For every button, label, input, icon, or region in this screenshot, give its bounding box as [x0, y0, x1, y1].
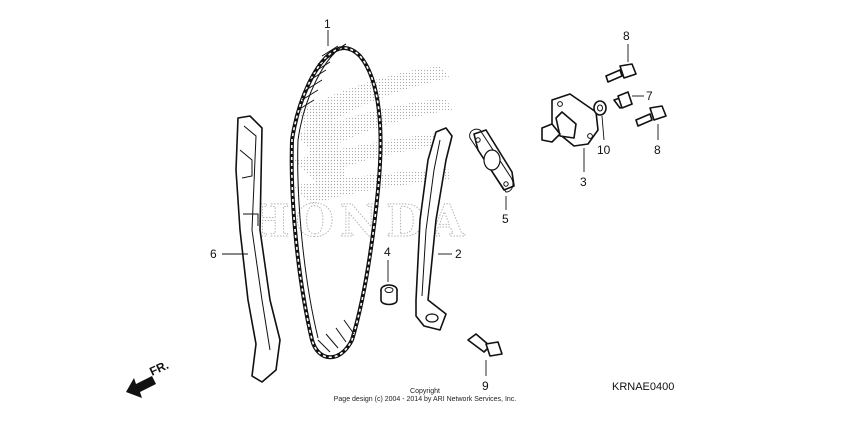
- part-2-chain-guide[interactable]: [415, 127, 453, 331]
- callout-6: 6: [210, 247, 217, 261]
- leader-lines: [222, 30, 659, 376]
- part-8-bolt-upper[interactable]: [605, 63, 637, 83]
- callout-8-lower: 8: [654, 143, 661, 157]
- callout-5: 5: [502, 212, 509, 226]
- honda-wing-logo: [292, 66, 452, 204]
- callout-4: 4: [384, 245, 391, 259]
- part-4-collar[interactable]: [380, 284, 398, 306]
- part-10-washer[interactable]: [593, 100, 607, 116]
- callout-7: 7: [646, 89, 653, 103]
- front-arrow-label: FR.: [147, 358, 170, 379]
- part-8-bolt-lower[interactable]: [635, 105, 667, 127]
- part-6-tensioner-slipper[interactable]: [235, 115, 281, 383]
- callout-10: 10: [597, 143, 611, 157]
- part-3-tensioner-lifter[interactable]: [541, 93, 599, 147]
- front-direction-arrow: FR.: [126, 358, 171, 398]
- part-7-sealing-bolt[interactable]: [613, 91, 633, 109]
- callout-1: 1: [324, 17, 331, 31]
- callout-3: 3: [580, 175, 587, 189]
- copyright-line-1: Copyright: [410, 388, 440, 395]
- part-5-gasket[interactable]: [469, 128, 515, 193]
- callout-2: 2: [455, 247, 462, 261]
- part-9-bolt[interactable]: [467, 333, 503, 357]
- part-1-cam-chain[interactable]: [289, 43, 383, 360]
- callout-9: 9: [482, 379, 489, 393]
- copyright-line-2: Page design (c) 2004 - 2014 by ARI Netwo…: [334, 396, 517, 403]
- callout-8-upper: 8: [623, 29, 630, 43]
- diagram-code: KRNAE0400: [612, 381, 674, 393]
